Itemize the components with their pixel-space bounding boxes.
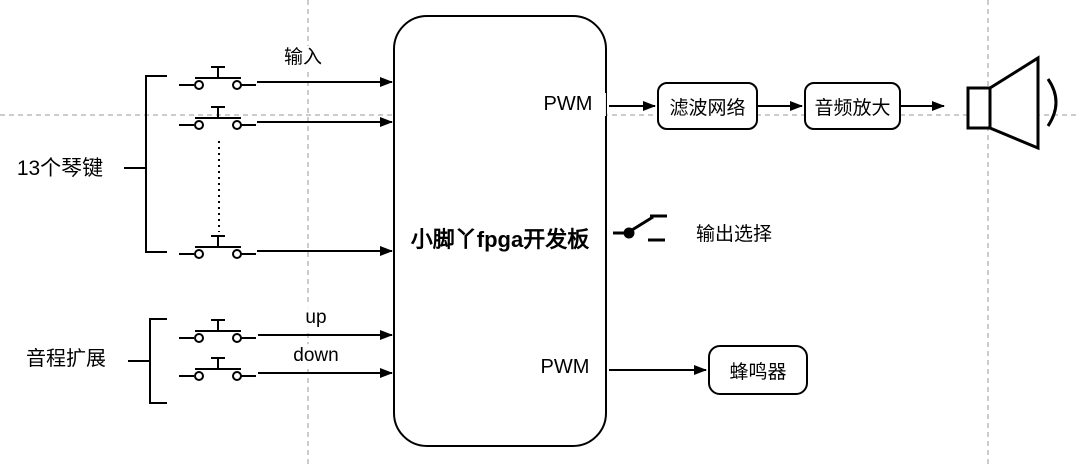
speaker-sound-arc bbox=[1046, 78, 1058, 127]
toggle-switch-icon bbox=[613, 214, 667, 242]
extension-bracket-line bbox=[149, 318, 167, 404]
pwm-top-label: PWM bbox=[530, 93, 606, 116]
push-button-icon bbox=[178, 357, 257, 381]
audio-amplifier-label: 音频放大 bbox=[814, 97, 891, 119]
speaker-icon bbox=[966, 55, 1058, 151]
keys-group-label: 13个琴键 bbox=[6, 156, 114, 183]
input-arrow-label: 输入 bbox=[276, 46, 330, 70]
speaker-driver bbox=[966, 86, 992, 130]
push-button-icon bbox=[178, 319, 257, 343]
audio-amplifier-box: 音频放大 bbox=[804, 82, 901, 130]
extension-group-label: 音程扩展 bbox=[12, 347, 120, 372]
down-arrow-label: down bbox=[283, 344, 349, 368]
buzzer-box: 蜂鸣器 bbox=[708, 345, 808, 395]
fpga-board-box: 小脚丫fpga开发板 bbox=[393, 15, 607, 447]
fpga-board-label: 小脚丫fpga开发板 bbox=[410, 227, 590, 252]
filter-network-label: 滤波网络 bbox=[669, 97, 746, 119]
output-select-label: 输出选择 bbox=[684, 223, 784, 247]
speaker-horn bbox=[988, 55, 1040, 151]
keys-bracket-line bbox=[145, 75, 167, 253]
filter-network-box: 滤波网络 bbox=[657, 82, 758, 130]
extension-bracket bbox=[128, 318, 167, 404]
up-arrow-label: up bbox=[292, 306, 340, 330]
switch-lever bbox=[631, 215, 654, 232]
push-button-icon bbox=[178, 66, 257, 90]
push-button-icon bbox=[178, 106, 257, 130]
pwm-bottom-label: PWM bbox=[527, 356, 603, 379]
input-arrows bbox=[257, 77, 393, 378]
keys-bracket bbox=[124, 75, 167, 253]
push-button-icon bbox=[178, 235, 257, 259]
output-arrows bbox=[609, 101, 945, 375]
switch-pivot bbox=[623, 227, 635, 239]
buzzer-label: 蜂鸣器 bbox=[729, 361, 787, 383]
